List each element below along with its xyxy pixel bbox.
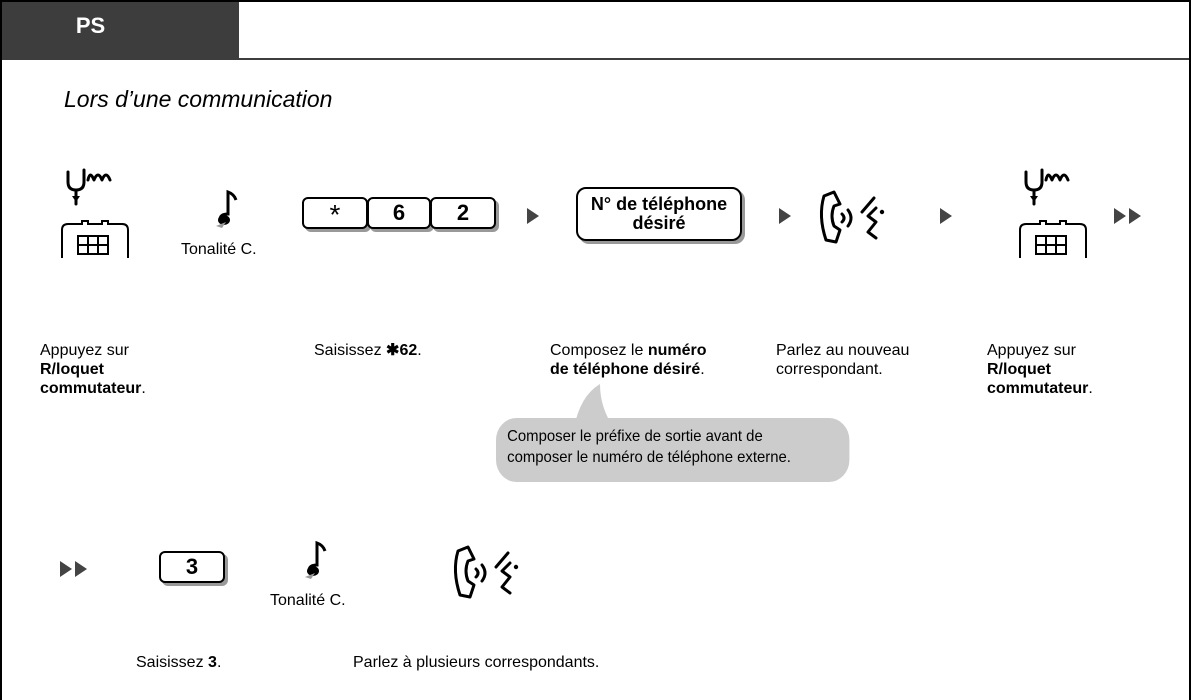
handset-talking-icon — [819, 190, 885, 244]
triangle-right-icon — [940, 208, 952, 224]
music-note-icon — [216, 189, 238, 228]
caption-bold: de téléphone désiré — [550, 361, 701, 378]
caption-bold: R/loquet — [40, 361, 104, 378]
music-note-icon — [305, 540, 327, 579]
caption-end: . — [141, 380, 146, 397]
bubble-line: Composer le préfixe de sortie avant de — [507, 428, 763, 445]
caption-end: . — [417, 342, 422, 359]
caption-talk-new-party: Parlez au nouveau correspondant. — [776, 341, 909, 379]
triangle-right-icon — [527, 208, 539, 224]
double-triangle-right-icon — [1114, 208, 1126, 224]
tone-label: Tonalité C. — [181, 241, 257, 258]
caption-press-flash-2: Appuyez sur R/loquet commutateur. — [987, 341, 1093, 398]
double-triangle-right-icon — [1129, 208, 1141, 224]
caption-enter-62: Saisissez ✱62. — [314, 341, 422, 360]
caption-end: . — [700, 361, 705, 378]
hand-pressing-hook-icon — [1019, 168, 1087, 258]
caption-bold: 3 — [208, 654, 217, 671]
caption-end: . — [216, 654, 222, 671]
handset-talking-icon — [453, 545, 519, 599]
caption-end: . — [1088, 380, 1093, 397]
triangle-right-icon — [779, 208, 791, 224]
header-rule — [2, 58, 1189, 60]
caption-text: Composez le — [550, 342, 648, 359]
ps-tab: PS — [2, 2, 239, 58]
caption-line: Appuyez sur — [987, 342, 1076, 359]
caption-bold: commutateur — [40, 380, 142, 397]
phone-number-box: N° de téléphone désiré — [576, 187, 742, 241]
hand-pressing-hook-icon — [61, 168, 129, 258]
caption-text: Saisissez — [314, 342, 387, 359]
caption-press-flash-1: Appuyez sur R/loquet commutateur. — [40, 341, 146, 398]
caption-bold: numéro — [647, 342, 707, 359]
key-6: 6 — [367, 197, 431, 229]
section-subtitle: Lors d’une communication — [64, 86, 333, 112]
double-triangle-right-icon — [75, 561, 87, 577]
double-triangle-right-icon — [60, 561, 72, 577]
phone-number-box-line2: désiré — [632, 213, 686, 233]
key-star: * — [302, 197, 368, 230]
caption-enter-3: Saisissez 3. — [136, 653, 221, 672]
caption-bold: R/loquet — [987, 361, 1051, 378]
key-3: 3 — [159, 551, 225, 583]
caption-line: Appuyez sur — [40, 342, 129, 359]
tone-label: Tonalité C. — [270, 592, 346, 609]
caption-line: Parlez au nouveau — [776, 342, 910, 359]
caption-dial-number: Composez le numéro de téléphone désiré. — [550, 341, 707, 379]
key-2: 2 — [430, 197, 496, 229]
bubble-line: composer le numéro de téléphone externe. — [507, 449, 791, 466]
prefix-note-bubble: Composer le préfixe de sortie avant de c… — [496, 418, 850, 482]
caption-text: Saisissez — [136, 654, 209, 671]
phone-number-box-line1: N° de téléphone — [590, 194, 728, 214]
caption-talk-multiple: Parlez à plusieurs correspondants. — [353, 654, 600, 671]
caption-bold: ✱62 — [386, 342, 418, 359]
callout-tail — [574, 384, 614, 428]
caption-bold: commutateur — [987, 380, 1089, 397]
caption-line: correspondant. — [776, 361, 883, 378]
